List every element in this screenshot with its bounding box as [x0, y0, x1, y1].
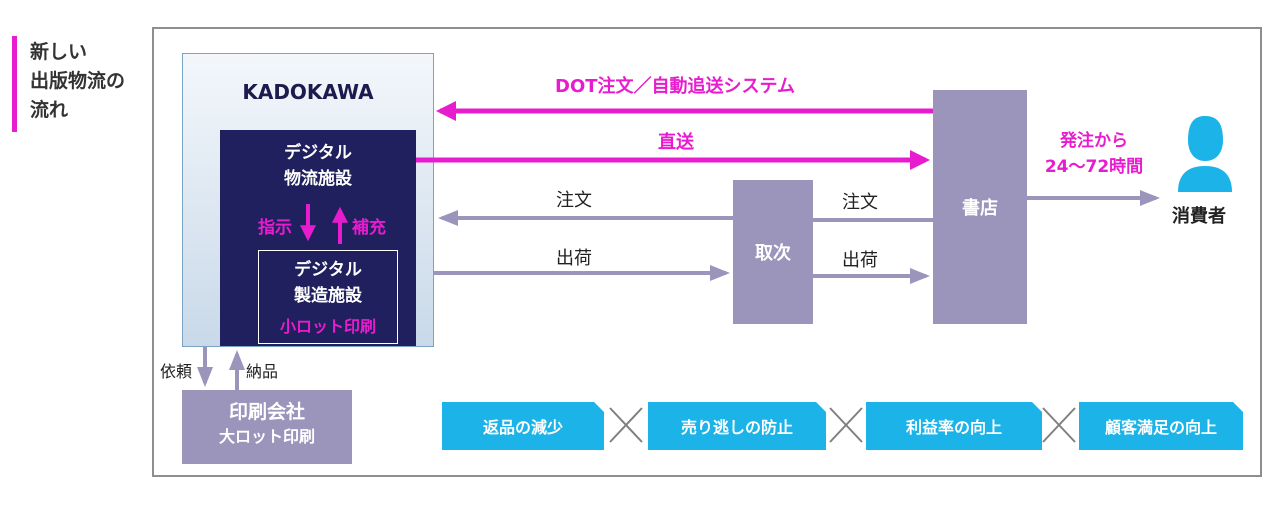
request-label: 依頼	[160, 362, 193, 381]
consumer-label: 消費者	[1172, 206, 1226, 227]
deliver-label: 納品	[246, 362, 279, 381]
distributor-box: 取次	[733, 180, 813, 324]
digital-manufacturing-box	[258, 250, 398, 344]
accent-bar	[12, 36, 17, 132]
dot-order-label: DOT注文／自動追送システム	[555, 76, 795, 97]
order-right-label: 注文	[842, 192, 878, 213]
side-title-line-1: 新しい	[30, 41, 88, 63]
delivery-time-line-1: 発注から	[1060, 131, 1128, 151]
side-title: 新しい 出版物流の 流れ	[30, 38, 160, 125]
delivery-time-label: 発注から 24～72時間	[1026, 128, 1162, 180]
digital-manufacturing-title: デジタル 製造施設	[258, 257, 398, 309]
digital-manufacturing-line-2: 製造施設	[294, 286, 362, 306]
delivery-time-line-2: 24～72時間	[1044, 157, 1144, 177]
cross-icon	[609, 407, 643, 443]
direct-label: 直送	[658, 132, 694, 153]
person-icon	[1178, 116, 1232, 192]
bookstore-label: 書店	[962, 198, 998, 219]
cross-icon	[829, 407, 863, 443]
small-lot-label: 小ロット印刷	[279, 317, 376, 336]
digital-logistics-line-1: デジタル	[284, 143, 352, 163]
badge-fewer-returns: 返品の減少	[442, 402, 604, 450]
ship-left-label: 出荷	[556, 248, 592, 269]
badge-prevent-lost-sales: 売り逃しの防止	[648, 402, 826, 450]
replenish-label: 補充	[352, 218, 386, 238]
instruct-label: 指示	[258, 218, 292, 238]
badge-profit-margin-label: 利益率の向上	[905, 418, 1002, 437]
printing-company-name: 印刷会社	[228, 401, 305, 423]
ship-right-label: 出荷	[842, 250, 878, 271]
digital-logistics-line-2: 物流施設	[284, 169, 352, 189]
digital-manufacturing-line-1: デジタル	[294, 260, 362, 280]
badge-fewer-returns-label: 返品の減少	[482, 418, 563, 437]
badge-profit-margin: 利益率の向上	[866, 402, 1042, 450]
side-title-line-3: 流れ	[30, 99, 69, 121]
printing-company-sub: 大ロット印刷	[218, 427, 315, 446]
badge-prevent-lost-sales-label: 売り逃しの防止	[680, 418, 793, 437]
side-title-line-2: 出版物流の	[30, 70, 126, 92]
digital-logistics-box	[220, 130, 416, 346]
distributor-label: 取次	[755, 243, 791, 264]
bookstore-box: 書店	[933, 90, 1027, 324]
printing-company-box: 印刷会社 大ロット印刷	[182, 390, 352, 464]
order-left-label: 注文	[556, 190, 592, 211]
badge-customer-satisfaction: 顧客満足の向上	[1079, 402, 1243, 450]
diagram-frame	[152, 27, 1262, 477]
digital-logistics-title: デジタル 物流施設	[220, 140, 416, 192]
badge-customer-satisfaction-label: 顧客満足の向上	[1104, 418, 1217, 437]
cross-icon	[1042, 407, 1076, 443]
kadokawa-label: KADOKAWA	[242, 80, 374, 104]
